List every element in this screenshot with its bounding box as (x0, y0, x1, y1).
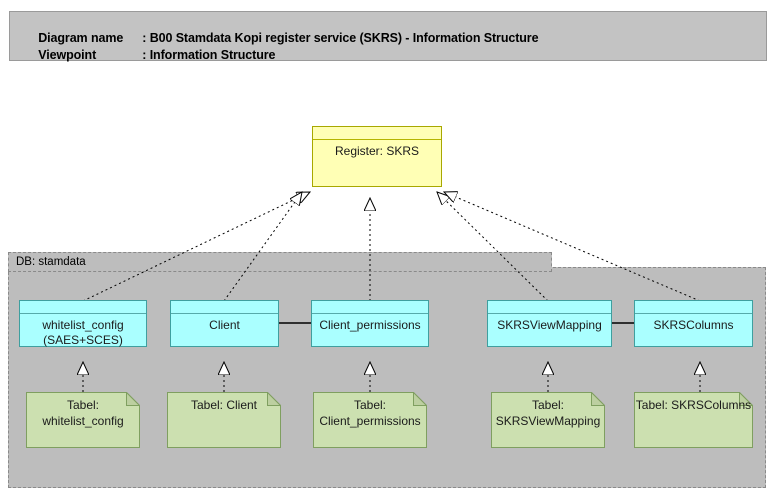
note-tabel-skrsviewmapping[interactable]: Tabel:SKRSViewMapping (491, 392, 605, 448)
note-tabel-skrscolumns[interactable]: Tabel: SKRSColumns (634, 392, 753, 448)
node-label: SKRSColumns (653, 318, 734, 332)
node-label: Register: SKRS (334, 144, 420, 158)
diagram-name-separator: : (142, 31, 150, 45)
viewpoint-label: Viewpoint (38, 48, 97, 62)
note-shape (167, 392, 281, 448)
note-tabel-client-permissions[interactable]: Tabel:Client_permissions (313, 392, 427, 448)
viewpoint-value: Information Structure (149, 48, 276, 62)
note-label: Tabel: SKRSColumns (635, 398, 752, 412)
viewpoint-separator: : (142, 48, 150, 62)
node-header-strip (313, 127, 441, 140)
note-label: Tabel:Client_permissions (319, 398, 421, 428)
diagram-title-bar: Diagram name: B00 Stamdata Kopi register… (9, 11, 767, 62)
node-client-permissions[interactable]: Client_permissions (311, 300, 429, 347)
node-header-strip (312, 301, 428, 314)
group-db-stamdata[interactable]: DB: stamdata (8, 252, 766, 488)
node-skrscolumns[interactable]: SKRSColumns (634, 300, 753, 347)
note-shape (26, 392, 140, 448)
group-header-tab: DB: stamdata (8, 252, 552, 272)
note-tabel-whitelist-config[interactable]: Tabel:whitelist_config (26, 392, 140, 448)
note-label: Tabel:SKRSViewMapping (495, 398, 601, 428)
diagram-name-row: Diagram name: B00 Stamdata Kopi register… (18, 17, 538, 59)
node-header-strip (635, 301, 752, 314)
diagram-name-value: B00 Stamdata Kopi register service (SKRS… (149, 31, 539, 45)
note-tabel-client[interactable]: Tabel: Client (167, 392, 281, 448)
node-header-strip (20, 301, 146, 314)
node-whitelist-config[interactable]: whitelist_config(SAES+SCES) (19, 300, 147, 347)
node-header-strip (171, 301, 278, 314)
viewpoint-row: Viewpoint: Information Structure (18, 34, 275, 76)
node-skrsviewmapping[interactable]: SKRSViewMapping (487, 300, 612, 347)
node-register-skrs[interactable]: Register: SKRS (312, 126, 442, 187)
node-header-strip (488, 301, 611, 314)
note-label: Tabel:whitelist_config (42, 398, 124, 428)
group-label: DB: stamdata (16, 256, 86, 268)
note-shape (491, 392, 605, 448)
note-label: Tabel: Client (190, 398, 258, 412)
note-shape (634, 392, 753, 448)
diagram-name-label: Diagram name (38, 31, 124, 45)
node-label: Client_permissions (319, 318, 421, 332)
node-label: whitelist_config(SAES+SCES) (42, 318, 124, 347)
node-label: Client (209, 318, 240, 332)
node-client[interactable]: Client (170, 300, 279, 347)
note-shape (313, 392, 427, 448)
node-label: SKRSViewMapping (497, 318, 602, 332)
